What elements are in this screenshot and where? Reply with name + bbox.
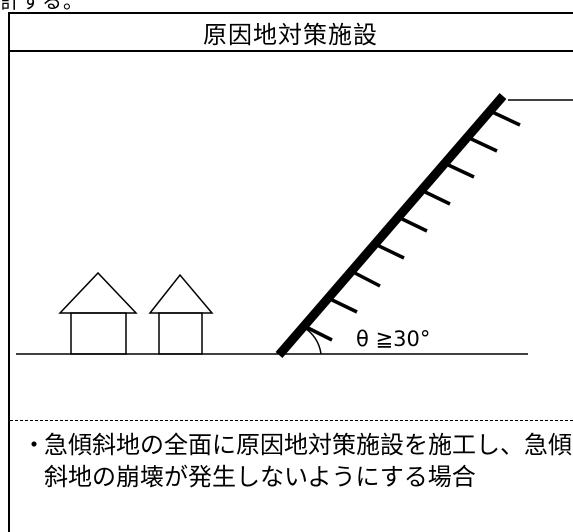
house-right-body — [158, 312, 203, 355]
slope-ribs — [303, 109, 521, 342]
slope-rib — [420, 188, 451, 206]
angle-arc — [302, 326, 322, 355]
slope-rib — [489, 109, 521, 127]
slope-rib — [350, 269, 381, 288]
slope-rib — [397, 215, 428, 233]
house-left — [58, 271, 138, 355]
panel-caption: ・急傾斜地の全面に原因地対策施設を施工し、急傾斜地の崩壊が発生しないようにする場… — [10, 420, 573, 524]
slope-rib — [466, 135, 498, 153]
house-left-body — [70, 312, 127, 355]
panel-frame — [8, 12, 571, 532]
house-left-roof — [58, 271, 138, 314]
angle-label: θ ≧30° — [356, 327, 430, 351]
slope-rib — [327, 296, 358, 314]
panel-title: 原因地対策施設 — [8, 12, 573, 52]
caption-text-block: ・急傾斜地の全面に原因地対策施設を施工し、急傾斜地の崩壊が発生しないようにする場… — [20, 429, 573, 493]
slope-rib — [443, 161, 475, 179]
slope-rib — [374, 242, 405, 260]
panel-title-text: 原因地対策施設 — [203, 20, 378, 49]
caption-text: 急傾斜地の全面に原因地対策施設を施工し、急傾斜地の崩壊が発生しないようにする場合 — [44, 431, 572, 491]
slope-wall — [275, 93, 507, 358]
slope-rib — [303, 324, 333, 342]
caption-bullet: ・ — [22, 431, 46, 459]
clipped-heading-fragment: 計する。 — [0, 0, 84, 13]
house-right-roof — [148, 273, 214, 314]
house-right — [148, 273, 214, 355]
